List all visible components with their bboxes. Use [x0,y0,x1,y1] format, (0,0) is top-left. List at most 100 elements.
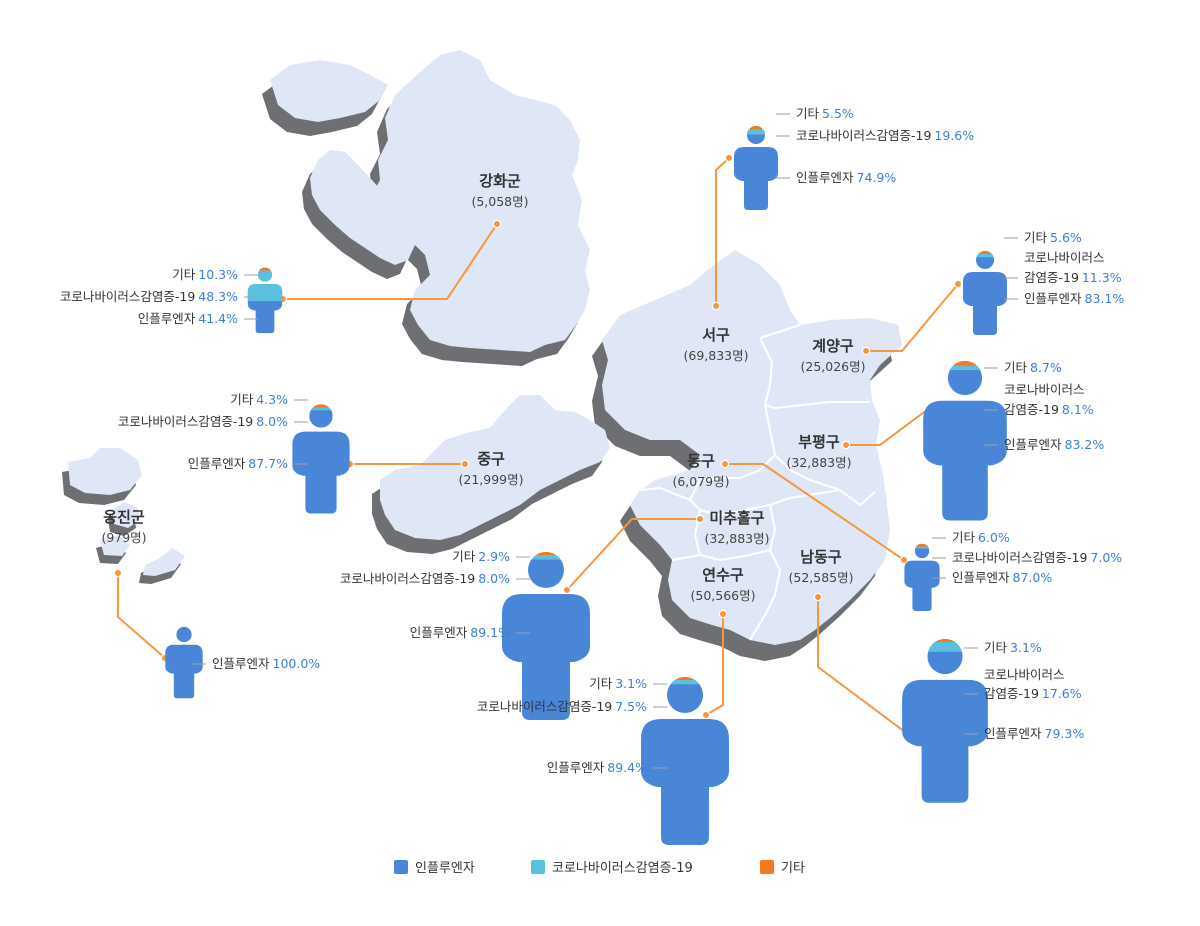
callout-value-michuhol-1: 8.0% [478,571,510,586]
callout-label-jung-2: 인플루엔자 [188,456,246,471]
figure-head-seo [747,126,765,144]
callout-label-yeonsu-2: 인플루엔자 [547,760,605,775]
leader-line-yeonsu [705,614,724,716]
region-name-ganghwa: 강화군 [479,172,521,190]
island-gyodong [262,60,388,136]
callout-label-yeonsu-1: 코로나바이러스감염증-19 [477,699,612,714]
callout-value-ganghwa-2: 41.4% [198,311,238,326]
region-count-michuhol: (32,883명) [705,531,770,546]
callout-label-namdong-3: 인플루엔자 [984,726,1042,741]
leader-lines [113,153,963,743]
leader-dot-dong-1 [899,555,909,565]
region-shape-ongjin[interactable] [62,448,185,584]
callout-label-gyeyang-3: 인플루엔자 [1024,291,1082,306]
leader-dot-yeonsu-1 [701,710,711,720]
callout-label-jung-0: 기타 [230,392,254,407]
region-name-ongjin: 옹진군 [103,508,145,526]
legend: 인플루엔자 코로나바이러스감염증-19 기타 [394,860,805,876]
region-count-ongjin: (979명) [101,530,146,545]
leader-dot-seo-0 [711,301,721,311]
leader-line-namdong [817,597,914,739]
legend-swatch-influenza [394,860,408,874]
callout-value-gyeyang-0: 5.6% [1050,230,1082,245]
leader-dot-jung-0 [460,459,470,469]
map-layer [62,50,902,661]
person-figure-yeonsu [641,677,729,845]
leader-line-dong [725,463,905,561]
region-shape-jung[interactable] [372,395,610,554]
legend-label-covid: 코로나바이러스감염증-19 [552,861,693,876]
leader-dot-ongjin-0 [113,568,123,578]
callout-value-ganghwa-0: 10.3% [198,267,238,282]
callout-label-seo-2: 인플루엔자 [796,170,854,185]
region-labels: 강화군(5,058명)서구(69,833명)계양구(25,026명)부평구(32… [101,172,865,603]
figure-body-bupyeong [923,400,1007,521]
legend-swatch-other [760,860,774,874]
legend-item-influenza: 인플루엔자 [394,860,475,876]
figure-head-jung [309,404,333,428]
leader-line-michuhol [566,518,700,591]
region-name-michuhol: 미추홀구 [709,509,764,527]
callout-value-bupyeong-0: 8.7% [1030,360,1062,375]
region-count-seo: (69,833명) [684,348,749,363]
callout-label-yeonsu-0: 기타 [589,676,613,691]
leader-line-gyeyang [866,283,959,352]
leader-dot-gyeyang-1 [953,279,963,289]
callout-value-michuhol-0: 2.9% [478,549,510,564]
region-name-gyeyang: 계양구 [812,337,854,355]
callout-label-bupyeong-0: 기타 [1004,360,1028,375]
figure-head-dong [914,543,930,559]
callout-value-ongjin-0: 100.0% [273,656,321,671]
callout-value-dong-1: 7.0% [1090,550,1122,565]
leader-dot-seo-1 [724,153,734,163]
person-figure-namdong [902,638,988,803]
region-count-bupyeong: (32,883명) [787,455,852,470]
person-figure-ganghwa [247,267,283,334]
region-count-jung: (21,999명) [459,472,524,487]
region-shape-ganghwa[interactable] [364,50,590,366]
callout-bupyeong-1: 코로나바이러스 [1004,382,1085,397]
leader-dot-gyeyang-0 [861,346,871,356]
callout-label-ganghwa-2: 인플루엔자 [138,311,196,326]
figure-head-ganghwa [257,267,273,282]
leader-dot-michuhol-1 [562,585,572,595]
callout-label-michuhol-2: 인플루엔자 [410,625,468,640]
legend-item-other: 기타 [760,860,805,876]
callout-namdong-1: 코로나바이러스 [984,667,1065,682]
figure-head-ongjin [176,626,192,643]
callout-gyeyang-1: 코로나바이러스 [1024,250,1105,265]
figure-head-gyeyang [976,251,994,269]
figure-head-bupyeong [947,360,983,396]
callout-value-namdong-0: 3.1% [1010,640,1042,655]
callout-label-michuhol-0: 기타 [452,549,476,564]
person-figure-ongjin [165,626,203,699]
callout-label-namdong-0: 기타 [984,640,1008,655]
callout-label-bupyeong-3: 인플루엔자 [1004,437,1062,452]
figure-head-yeonsu [667,677,703,713]
callout-value-dong-2: 87.0% [1013,570,1053,585]
leader-line-seo [715,157,730,306]
legend-label-other: 기타 [781,861,805,876]
callout-label-dong-2: 인플루엔자 [952,570,1010,585]
callout-value-dong-0: 6.0% [978,530,1010,545]
island-seokmo [302,150,415,279]
region-count-ganghwa: (5,058명) [471,194,528,209]
figure-body-dong [904,560,940,611]
callout-value-yeonsu-1: 7.5% [615,699,647,714]
figure-body-jung [292,431,350,514]
region-count-dong: (6,079명) [672,474,729,489]
region-count-gyeyang: (25,026명) [801,359,866,374]
